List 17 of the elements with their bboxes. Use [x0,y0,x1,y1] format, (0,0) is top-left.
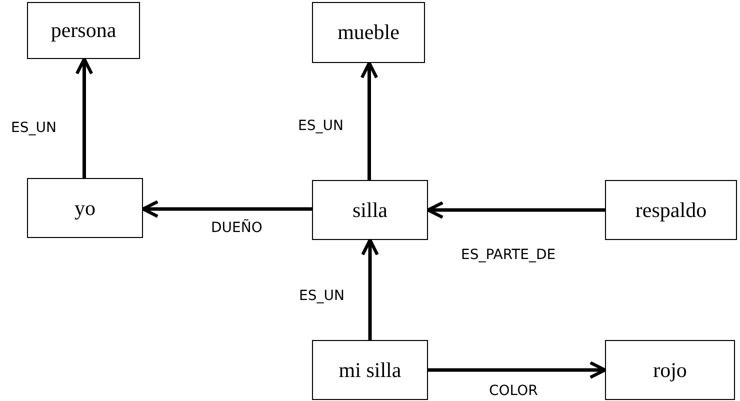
edge-label: ES_UN [298,288,346,304]
arrow [361,238,379,340]
concept-box: respaldo [605,180,737,240]
concept-box: silla [312,180,428,240]
edge-label: ES_PARTE_DE [460,247,557,263]
arrow [428,361,607,379]
concept-box: rojo [605,340,735,400]
arrow [75,57,94,178]
edge-label: ES_UN [297,118,344,134]
arrow [360,61,378,180]
arrow [426,201,605,219]
concept-box: mueble [312,2,425,63]
edge-label: ES_UN [10,120,58,136]
concept-box: mi silla [312,340,428,400]
concept-box: yo [27,178,143,238]
concept-box: persona [27,2,140,59]
arrow [141,200,312,218]
